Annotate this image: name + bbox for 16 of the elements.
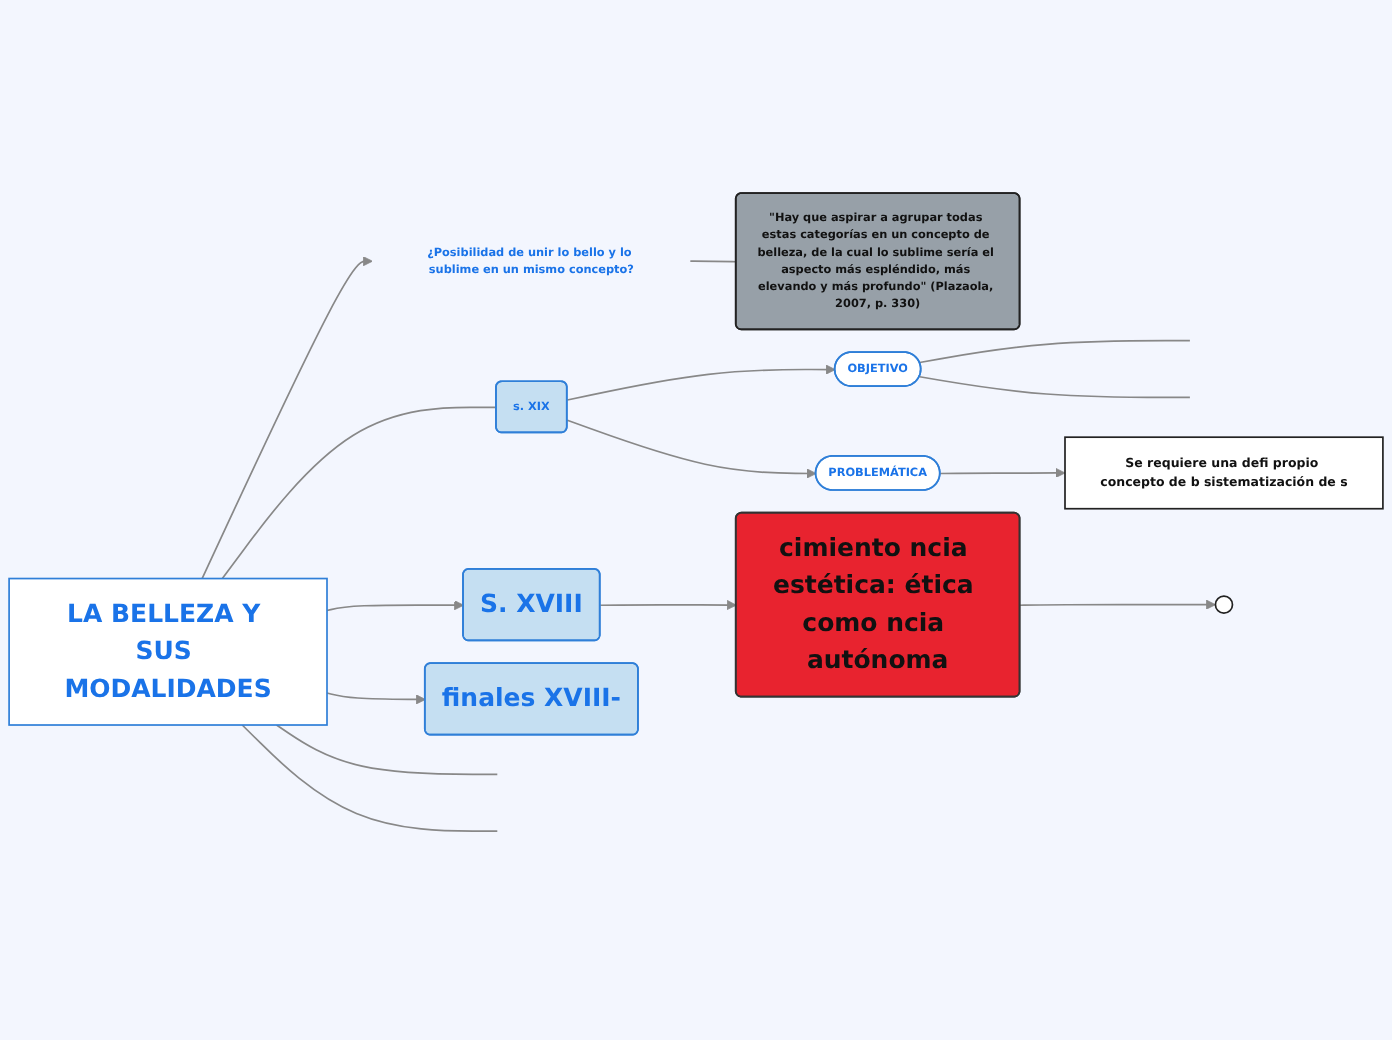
arrow bbox=[599, 599, 737, 610]
arrow bbox=[566, 363, 836, 401]
connector bbox=[275, 723, 499, 775]
arrow bbox=[1019, 599, 1216, 609]
arrow bbox=[326, 599, 465, 611]
node-circle bbox=[1214, 594, 1234, 614]
arrow bbox=[566, 418, 817, 478]
arrow bbox=[326, 691, 426, 704]
connector bbox=[689, 259, 738, 262]
node-box: LA BELLEZA Y SUS MODALIDADES bbox=[8, 577, 328, 726]
arrow bbox=[201, 255, 373, 579]
connector bbox=[221, 405, 498, 579]
arrow bbox=[939, 467, 1066, 478]
connector bbox=[918, 375, 1191, 398]
connector bbox=[918, 339, 1191, 363]
connector bbox=[241, 723, 499, 832]
